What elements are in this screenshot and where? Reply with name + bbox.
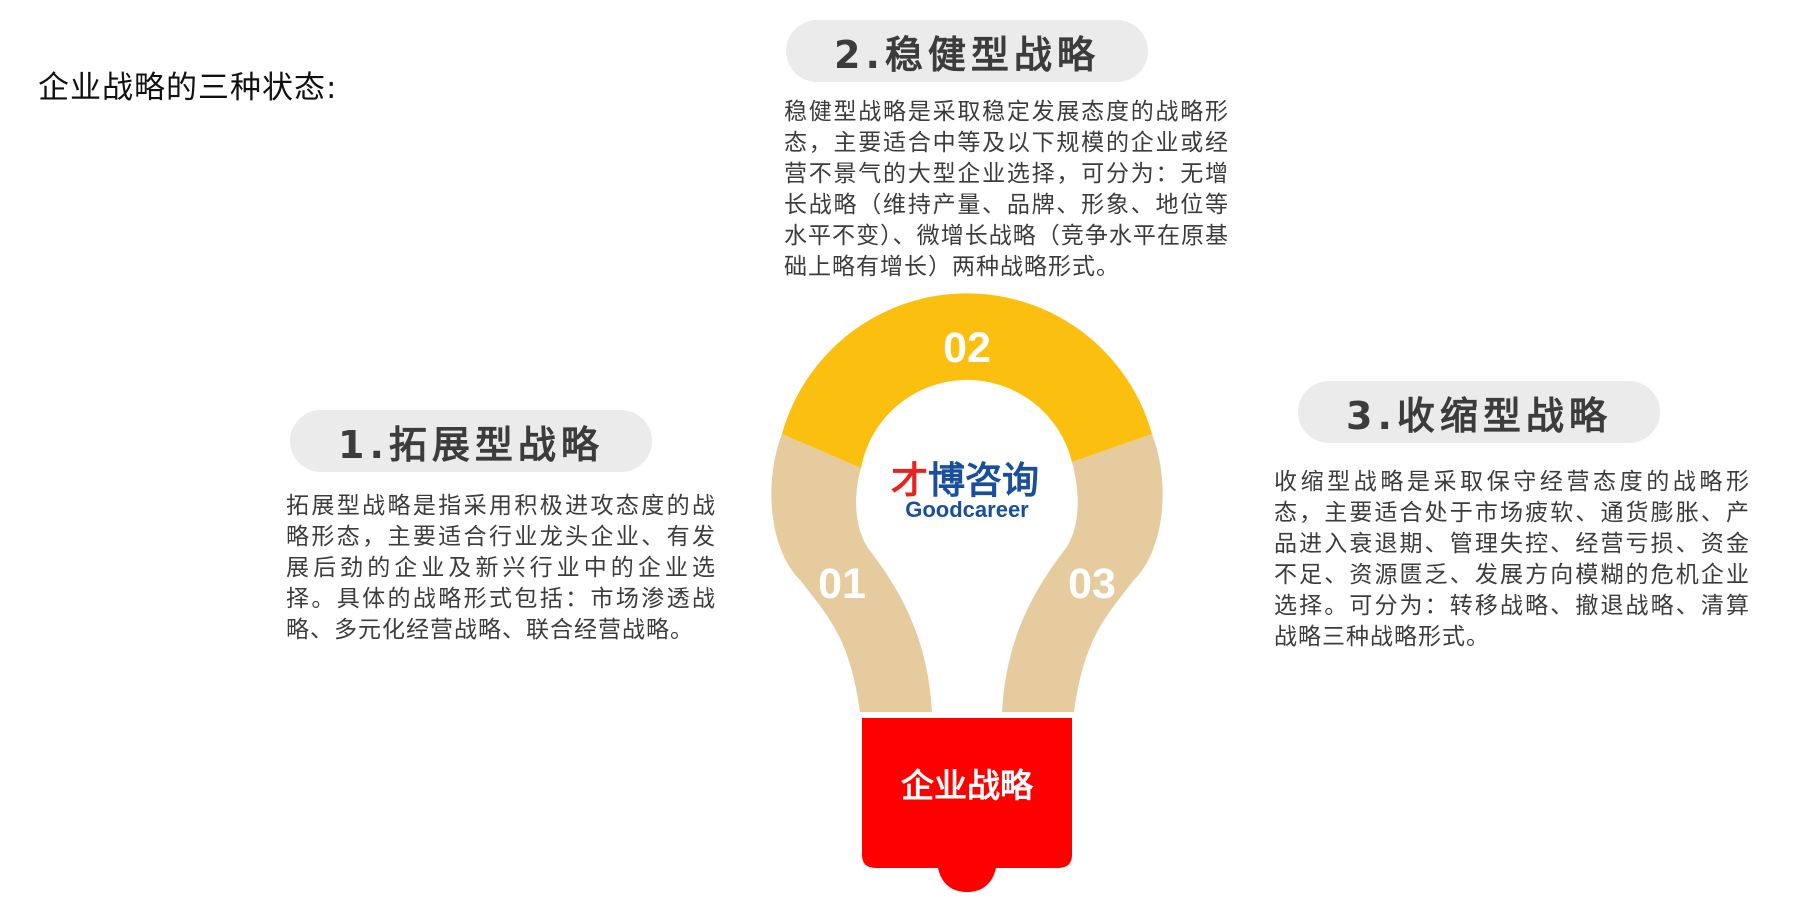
company-logo: 才博咨询 Goodcareer	[891, 459, 1039, 522]
bulb-segment-01	[771, 434, 932, 712]
page-title: 企业战略的三种状态:	[38, 70, 338, 106]
segment-number-01: 01	[818, 560, 866, 608]
base-label: 企业战略	[901, 766, 1034, 805]
segment-number-03: 03	[1068, 560, 1116, 608]
strategy-2-description: 稳健型战略是采取稳定发展态度的战略形态，主要适合中等及以下规模的企业或经营不景气…	[784, 99, 1229, 280]
bulb-segment-03	[1002, 434, 1163, 712]
strategy-2-heading: 2.稳健型战略	[786, 20, 1148, 82]
logo-english: Goodcareer	[905, 497, 1029, 522]
strategy-3-description: 收缩型战略是采取保守经营态度的战略形态，主要适合处于市场疲软、通货膨胀、产品进入…	[1274, 469, 1750, 650]
logo-chinese: 才博咨询	[891, 459, 1039, 502]
strategy-1-heading: 1.拓展型战略	[290, 410, 652, 472]
strategy-1-description: 拓展型战略是指采用积极进攻态度的战略形态，主要适合行业龙头企业、有发展后劲的企业…	[286, 493, 716, 643]
segment-number-02: 02	[943, 324, 991, 372]
strategy-3-heading: 3.收缩型战略	[1298, 381, 1660, 443]
bulb-base	[862, 718, 1072, 892]
bulb-segment-02	[782, 293, 1152, 468]
